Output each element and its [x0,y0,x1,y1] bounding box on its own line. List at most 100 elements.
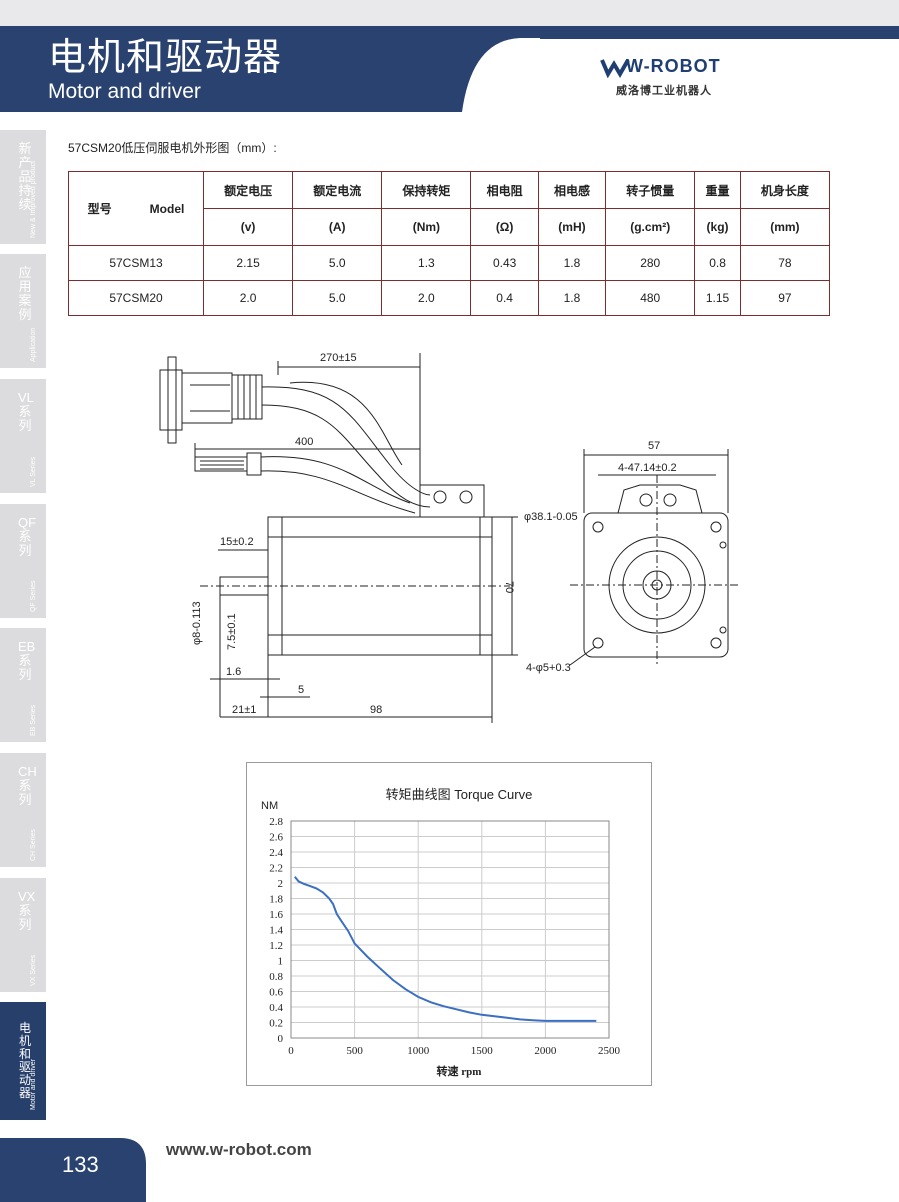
unit-cell: (g.cm²) [605,208,696,246]
y-tick-label: 0 [278,1033,284,1045]
value-cell: 0.4 [470,280,539,316]
table-row: 57CSM20 2.0 5.0 2.0 0.4 1.8 480 1.15 97 [68,280,831,316]
page-title: 电机和驱动器 [48,37,283,79]
y-tick-label: 1.4 [269,925,283,937]
x-tick-label: 1500 [471,1045,494,1057]
value-cell: 1.8 [537,245,607,281]
sidebar-item-eb-series[interactable]: EB系列 EB Series [0,628,46,742]
db-connector [159,356,263,444]
value-cell: 5.0 [292,245,383,281]
logo-mark-icon [600,59,630,78]
dim-label: 15±0.2 [220,536,254,548]
chart-title: 转矩曲线图 Torque Curve [386,787,533,802]
header-cell: 保持转矩 [381,171,472,209]
top-strip [0,0,899,26]
header-band [0,26,899,112]
sidebar-item-label: 新产品持续 [18,141,32,212]
header-cell: 机身长度 [739,171,831,209]
page-number-tab [0,1138,146,1202]
header-cell: 额定电压 [202,171,294,209]
plot-area [290,820,610,1039]
logo-text: W-ROBOT [626,56,721,76]
value-cell: 2.0 [202,280,294,316]
sidebar-item-sublabel: VX Series [30,954,37,986]
dim-label: φ38.1-0.05 [524,511,578,523]
sidebar-item-application[interactable]: 应用案例 Application [0,254,46,368]
model-label-zh: 型号 [87,202,112,216]
sidebar-item-sublabel: Application [30,327,37,362]
value-cell: 97 [739,280,831,316]
dim-label: 70 [503,581,515,593]
value-cell: 1.3 [381,245,472,281]
sidebar-item-motor-driver[interactable]: 电机和驱动器 Motor and driver [0,1002,46,1120]
unit-cell: (Nm) [381,208,472,246]
dim-label: 4-47.14±0.2 [618,462,677,474]
unit-cell: (v) [202,208,294,246]
dim-label: 57 [648,440,660,452]
website-link[interactable]: www.w-robot.com [166,1140,312,1159]
y-tick-label: 2.4 [269,847,283,859]
value-cell: 0.43 [470,245,539,281]
table-unit-row: (v) (A) (Nm) (Ω) (mH) (g.cm²) (kg) (mm) [69,208,831,246]
header-cell: 相电感 [537,171,607,209]
value-cell: 280 [605,245,696,281]
unit-cell: (A) [292,208,383,246]
x-tick-label: 1000 [407,1045,430,1057]
sidebar-item-label: 应用案例 [18,265,32,322]
page-subtitle: Motor and driver [48,80,201,103]
y-tick-label: 2.2 [269,863,283,875]
header-cell: 重量 [694,171,741,209]
model-cell: 57CSM20 [68,280,204,316]
value-cell: 5.0 [292,280,383,316]
motor-outline-drawing: 270±15 400 15±0.2 φ8-0.113 7.5±0.1 1.6 5… [159,352,740,723]
unit-cell: (Ω) [470,208,539,246]
y-tick-label: 2.6 [269,832,283,844]
dim-label: 400 [295,436,313,448]
sidebar-item-sublabel: VL Series [30,456,37,487]
value-cell: 78 [739,245,831,281]
table-row: 57CSM13 2.15 5.0 1.3 0.43 1.8 280 0.8 78 [68,245,831,281]
sidebar-item-ch-series[interactable]: CH系列 CH Series [0,753,46,867]
sidebar-item-label: VX系列 [18,889,36,932]
header-cell: 转子惯量 [605,171,696,209]
sidebar-item-sublabel: New & Improved product [30,160,37,238]
y-tick-label: 2.8 [269,816,283,828]
dim-label: 5 [298,684,304,696]
dim-label: φ8-0.113 [191,601,203,645]
chart-svg: 转矩曲线图 Torque Curve NM 转速 rpm 00.20.40.60… [261,787,621,1078]
sidebar-item-label: CH系列 [18,764,37,807]
x-tick-label: 2500 [598,1045,621,1057]
page-number: 133 [62,1152,99,1177]
y-tick-label: 1.8 [269,894,283,906]
x-axis-label: 转速 rpm [437,1064,482,1078]
dim-label: 7.5±0.1 [226,613,238,650]
sidebar-item-sublabel: CH Series [30,829,37,861]
sidebar-item-qf-series[interactable]: QF系列 QF Series [0,504,46,618]
header-cell: 相电阻 [470,171,539,209]
logo-subtext: 威洛博工业机器人 [616,85,712,97]
dim-label: 21±1 [232,704,256,716]
model-header-cell: 型号 Model [68,171,204,246]
header-cell: 额定电流 [292,171,383,209]
x-tick-label: 2000 [534,1045,557,1057]
sidebar-item-label: 电机和驱动器 [18,1021,31,1100]
model-label-en: Model [149,202,185,216]
dim-label: 270±15 [320,352,357,364]
sidebar-item-new-product[interactable]: 新产品持续 New & Improved product [0,130,46,244]
y-tick-label: 0.4 [269,1002,283,1014]
sidebar-item-vx-series[interactable]: VX系列 VX Series [0,878,46,992]
brand-logo: W-ROBOT 威洛博工业机器人 [600,52,750,100]
sidebar-item-vl-series[interactable]: VL系列 VL Series [0,379,46,493]
sidebar-item-label: EB系列 [18,639,36,682]
y-axis-label: NM [261,800,278,812]
dim-label: 4-φ5+0.3 [526,662,571,674]
y-tick-label: 0.8 [269,971,283,983]
table-header-row: 型号 Model 额定电压 额定电流 保持转矩 相电阻 相电感 转子惯量 重量 机… [68,171,831,246]
y-tick-label: 0.6 [269,987,283,999]
sidebar-item-sublabel: QF Series [30,580,37,612]
unit-cell: (kg) [694,208,741,246]
dim-label: 98 [370,704,382,716]
value-cell: 0.8 [694,245,741,281]
y-tick-label: 1.2 [269,940,283,952]
